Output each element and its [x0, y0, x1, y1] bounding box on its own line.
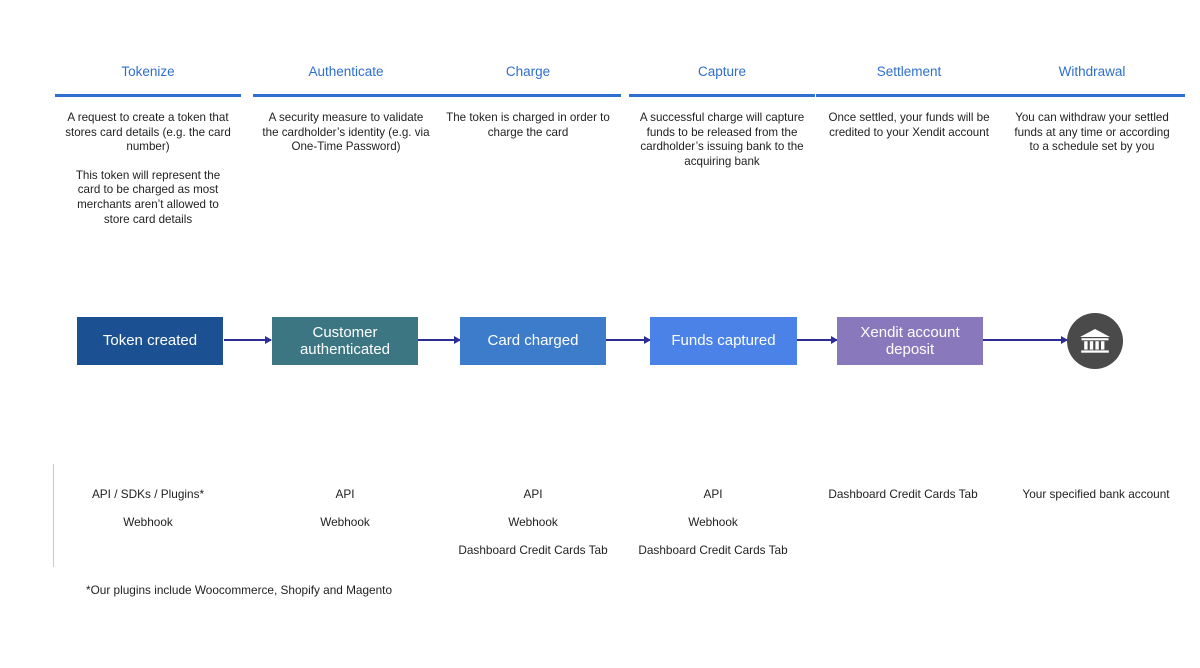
flow-node-label: Token created [102, 332, 198, 350]
source-item: Your specified bank account [1022, 487, 1170, 501]
flow-arrow-4 [797, 335, 838, 344]
column-description-capture: A successful charge will capture funds t… [638, 111, 806, 169]
column-header-settlement: Settlement [816, 64, 1002, 97]
source-item: API [335, 487, 355, 501]
description-paragraph: A security measure to validate the cardh… [262, 111, 430, 154]
source-column-charge: API Webhook Dashboard Credit Cards Tab [433, 487, 633, 571]
arrow-shaft [224, 339, 271, 341]
source-item: Dashboard Credit Cards Tab [828, 487, 978, 501]
source-column-authenticate: API Webhook [245, 487, 445, 571]
column-description-settlement: Once settled, your funds will be credite… [825, 111, 993, 140]
arrow-head [831, 335, 838, 344]
column-underline [435, 94, 621, 97]
description-paragraph: You can withdraw your settled funds at a… [1014, 111, 1170, 154]
arrow-shaft [797, 339, 837, 341]
source-column-settlement: Dashboard Credit Cards Tab [803, 487, 1003, 571]
column-underline [816, 94, 1002, 97]
column-description-charge: The token is charged in order to charge … [444, 111, 612, 140]
source-divider [53, 464, 55, 567]
source-item: Dashboard Credit Cards Tab [458, 543, 608, 557]
description-paragraph: Once settled, your funds will be credite… [828, 111, 990, 139]
column-header-withdrawal: Withdrawal [999, 64, 1185, 97]
bank-icon [1067, 313, 1123, 369]
source-item: Webhook [123, 515, 173, 529]
column-underline [55, 94, 241, 97]
flow-node-label: Customer authenticated [299, 323, 391, 359]
column-description-withdrawal: You can withdraw your settled funds at a… [1008, 111, 1176, 155]
column-title: Capture [697, 64, 747, 79]
source-item: Webhook [508, 515, 558, 529]
column-header-tokenize: Tokenize [55, 64, 241, 97]
flow-node-funds-captured[interactable]: Funds captured [650, 317, 797, 365]
source-column-capture: API Webhook Dashboard Credit Cards Tab [613, 487, 813, 571]
description-paragraph: A request to create a token that stores … [65, 111, 231, 154]
flow-node-customer-authenticated[interactable]: Customer authenticated [272, 317, 418, 365]
flow-node-token-created[interactable]: Token created [77, 317, 223, 365]
flow-node-label: Xendit account deposit [860, 323, 960, 359]
flow-arrow-3 [606, 335, 651, 344]
source-item: Webhook [320, 515, 370, 529]
column-header-charge: Charge [435, 64, 621, 97]
column-title: Tokenize [121, 64, 175, 79]
arrow-head [454, 335, 461, 344]
column-title: Settlement [876, 64, 942, 79]
source-item: Webhook [688, 515, 738, 529]
flow-arrow-5 [983, 335, 1068, 344]
source-item: API [523, 487, 543, 501]
description-paragraph: A successful charge will capture funds t… [639, 111, 805, 168]
source-item: API / SDKs / Plugins* [91, 487, 205, 501]
column-description-authenticate: A security measure to validate the cardh… [262, 111, 430, 155]
arrow-head [265, 335, 272, 344]
column-header-authenticate: Authenticate [253, 64, 439, 97]
column-title: Charge [505, 64, 551, 79]
source-item: Dashboard Credit Cards Tab [638, 543, 788, 557]
column-title: Authenticate [308, 64, 384, 79]
arrow-shaft [983, 339, 1067, 341]
flow-arrow-2 [418, 335, 461, 344]
arrow-shaft [418, 339, 460, 341]
flow-node-xendit-account-deposit[interactable]: Xendit account deposit [837, 317, 983, 365]
source-column-tokenize: API / SDKs / Plugins* Webhook [48, 487, 248, 571]
arrow-shaft [606, 339, 650, 341]
column-underline [999, 94, 1185, 97]
flow-node-label: Card charged [487, 332, 579, 350]
flow-node-label: Funds captured [671, 332, 776, 350]
column-title: Withdrawal [1058, 64, 1126, 79]
flow-arrow-1 [224, 335, 272, 344]
arrow-head [1061, 335, 1068, 344]
column-underline [253, 94, 439, 97]
description-paragraph: The token is charged in order to charge … [446, 111, 610, 139]
source-column-withdrawal: Your specified bank account [996, 487, 1196, 571]
arrow-head [644, 335, 651, 344]
footnote: *Our plugins include Woocommerce, Shopif… [86, 583, 393, 597]
description-paragraph: This token will represent the card to be… [75, 168, 221, 226]
column-underline [629, 94, 815, 97]
column-description-tokenize: A request to create a token that stores … [64, 111, 232, 227]
flow-node-card-charged[interactable]: Card charged [460, 317, 606, 365]
column-header-capture: Capture [629, 64, 815, 97]
source-item: API [703, 487, 723, 501]
